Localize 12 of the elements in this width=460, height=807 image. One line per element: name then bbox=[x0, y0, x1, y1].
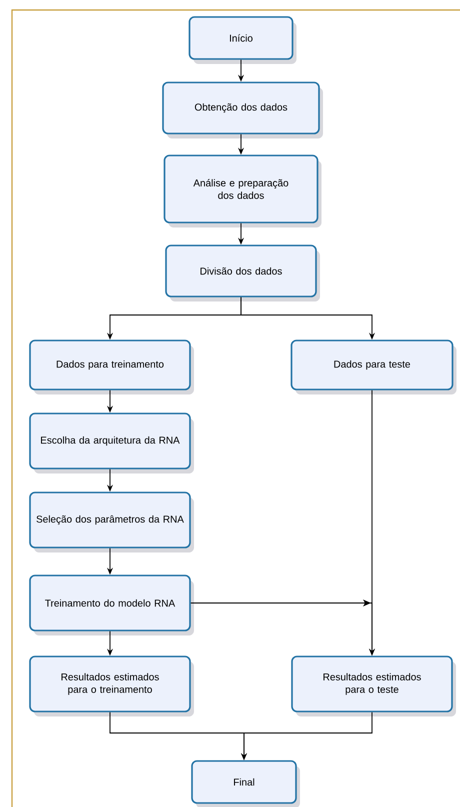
process-box: Divisão dos dados bbox=[165, 244, 320, 302]
process-box: Resultados estimados para o teste bbox=[291, 656, 456, 716]
process-box: Início bbox=[188, 16, 296, 64]
process-box: Análise e preparação dos dados bbox=[164, 154, 322, 228]
process-box: Treinamento do modelo RNA bbox=[29, 574, 194, 636]
process-box: Escolha da arquitetura da RNA bbox=[29, 412, 194, 474]
process-box: Resultados estimados para o treinamento bbox=[29, 656, 194, 716]
process-box: Final bbox=[191, 760, 300, 807]
process-box: Dados para teste bbox=[290, 340, 456, 394]
process-box: Dados para treinamento bbox=[29, 340, 194, 394]
process-box: Obtenção dos dados bbox=[162, 82, 323, 138]
process-box: Seleção dos parâmetros da RNA bbox=[29, 492, 194, 552]
